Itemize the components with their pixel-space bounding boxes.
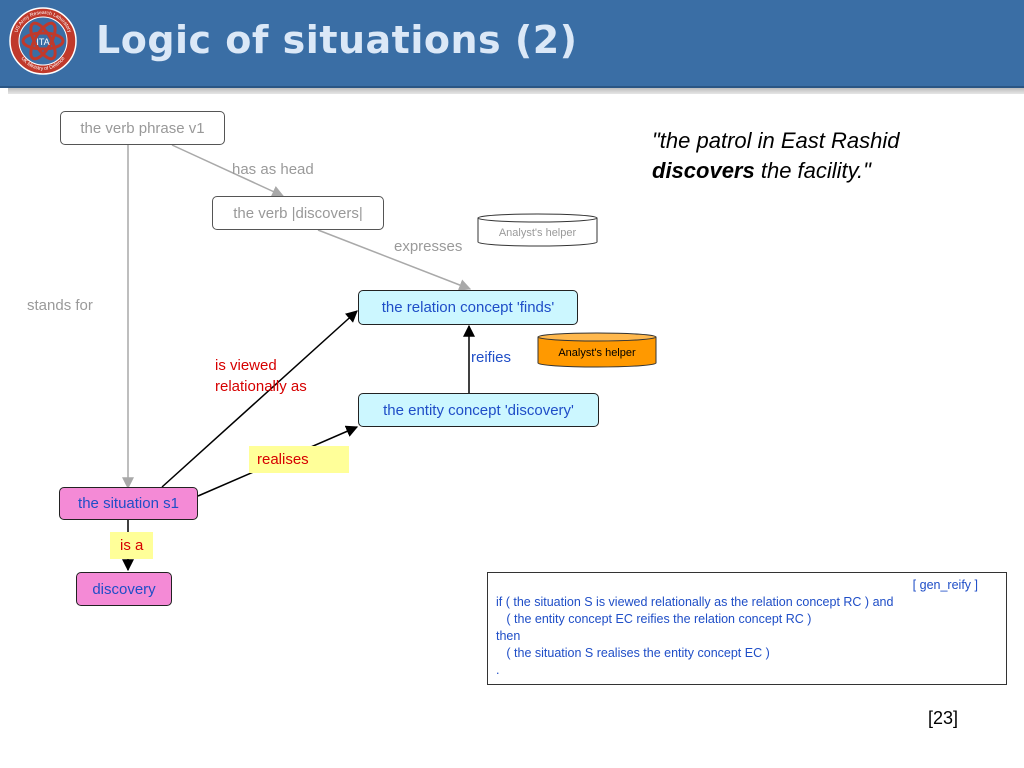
rule-line: . <box>496 663 500 677</box>
slide-header: ITA US Army Research Laboratory UK Minis… <box>0 0 1024 88</box>
label-reifies: reifies <box>471 349 512 366</box>
label-stands-for: stands for <box>27 297 93 314</box>
edge-has-as-head <box>171 144 285 197</box>
slide-title: Logic of situations (2) <box>96 18 578 62</box>
rule-line: if ( the situation S is viewed relationa… <box>496 595 894 609</box>
label-viewed-relationally-line2: relationally as <box>215 378 307 395</box>
node-discovery: discovery <box>76 572 172 606</box>
quote-text: "the patrol in East Rashid discovers the… <box>652 126 982 186</box>
quote-part1: "the patrol in East Rashid <box>652 128 900 153</box>
label-expresses: expresses <box>394 238 463 255</box>
rule-line: ( the situation S realises the entity co… <box>496 646 770 660</box>
slide-reference: [23] <box>928 708 959 728</box>
quote-bold-verb: discovers <box>652 158 755 183</box>
rule-line: ( the entity concept EC reifies the rela… <box>496 612 812 626</box>
node-verb-phrase: the verb phrase v1 <box>60 111 225 145</box>
edge-viewed-relationally <box>161 310 358 488</box>
analyst-helper-filled[interactable]: Analyst's helper <box>537 332 657 368</box>
analyst-helper-outline[interactable]: Analyst's helper <box>477 213 598 247</box>
analyst-helper-outline-label: Analyst's helper <box>498 227 577 239</box>
analyst-helper-filled-label: Analyst's helper <box>558 347 636 359</box>
rule-box: [ gen_reify ] if ( the situation S is vi… <box>487 572 1007 685</box>
quote-part2: the facility." <box>754 158 871 183</box>
label-has-as-head: has as head <box>232 161 314 178</box>
label-viewed-relationally-line1: is viewed <box>215 357 277 374</box>
database-outline-icon <box>477 213 598 247</box>
node-entity-concept: the entity concept 'discovery' <box>358 393 599 427</box>
rule-line: then <box>496 629 521 643</box>
node-relation-concept: the relation concept 'finds' <box>358 290 578 325</box>
node-verb: the verb |discovers| <box>212 196 384 230</box>
database-filled-icon <box>537 332 657 368</box>
label-is-a: is a <box>110 532 154 559</box>
edge-expresses <box>317 229 472 291</box>
node-situation: the situation s1 <box>59 487 198 520</box>
ita-logo-icon: ITA US Army Research Laboratory UK Minis… <box>9 7 77 75</box>
logo-center-text: ITA <box>36 37 49 47</box>
rule-tag: [ gen_reify ] <box>912 578 978 592</box>
header-shadow <box>8 88 1024 94</box>
label-realises: realises <box>249 446 349 473</box>
